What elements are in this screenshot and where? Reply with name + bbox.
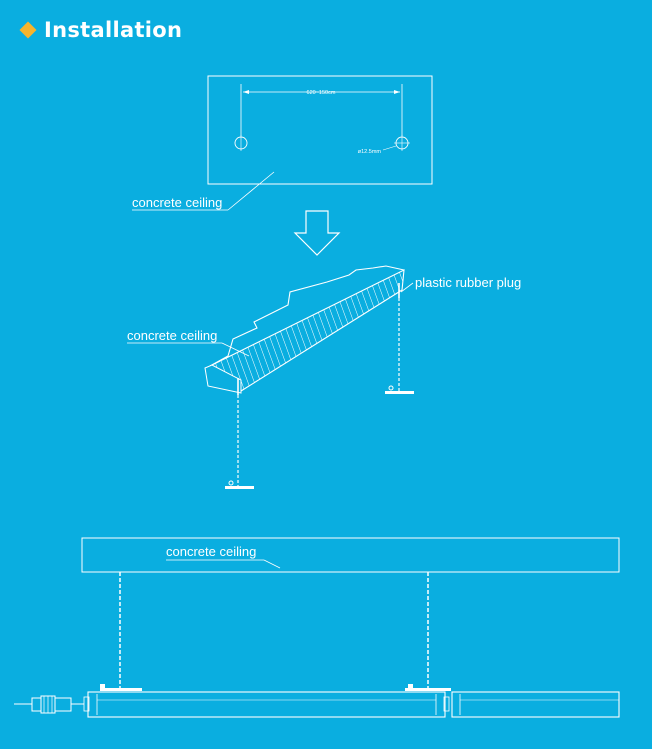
clip-right — [405, 688, 451, 691]
ceiling-beam — [81, 537, 620, 573]
power-connector-icon — [14, 695, 84, 714]
hook-right — [385, 391, 414, 394]
ceiling-label-beam: concrete ceiling — [166, 544, 256, 559]
light-fixture-main — [87, 691, 446, 718]
ceiling-section-view: plastic rubber plug concrete ceiling — [127, 265, 521, 489]
ceiling-label-plan: concrete ceiling — [132, 195, 222, 210]
plug-label: plastic rubber plug — [415, 275, 521, 290]
ceiling-plan-frame — [207, 75, 433, 185]
section-header: Installation — [19, 18, 183, 42]
ceiling-plan-view: 620~150cm ø12.5mm concrete ceiling — [132, 75, 433, 211]
light-fixture-linked — [451, 691, 620, 718]
dimension-label: 620~150cm — [307, 90, 336, 96]
hook-left — [225, 486, 254, 489]
hole-size-label: ø12.5mm — [358, 149, 382, 155]
down-arrow-icon — [293, 210, 341, 256]
concrete-slab — [209, 269, 405, 392]
section-title: Installation — [44, 18, 183, 42]
ceiling-label-section: concrete ceiling — [127, 328, 217, 343]
suspended-fixture-view: concrete ceiling — [14, 537, 620, 718]
clip-left — [100, 688, 142, 691]
